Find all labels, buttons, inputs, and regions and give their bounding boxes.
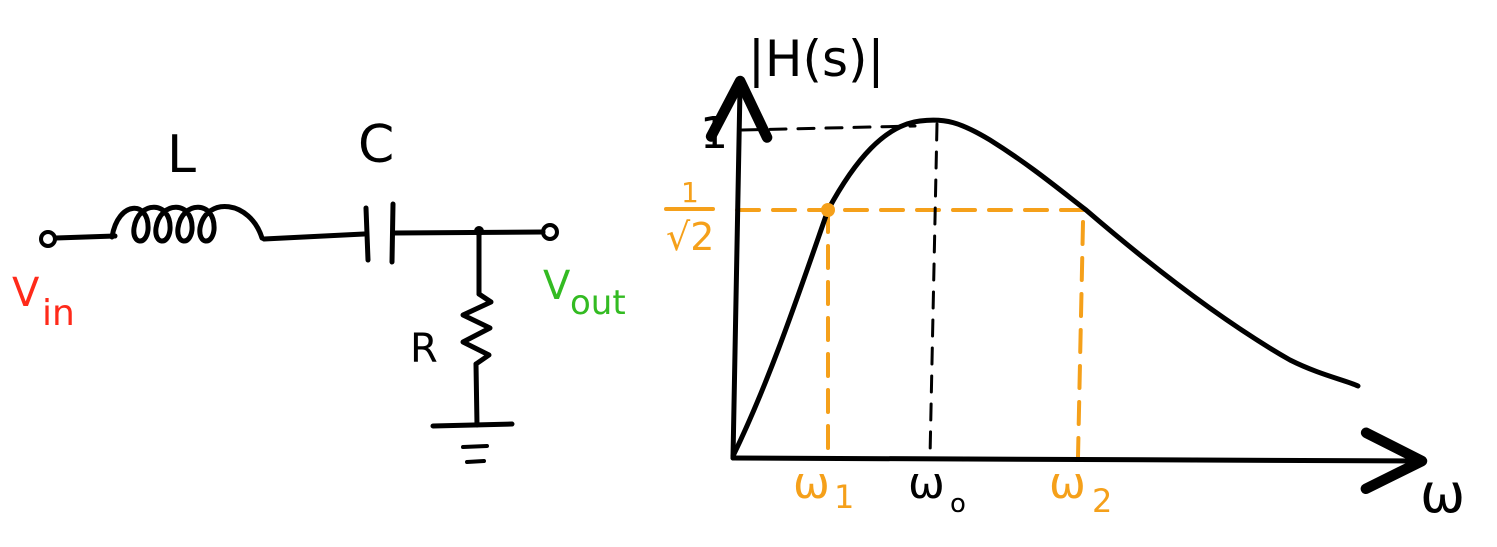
w0-tick-sub: o — [950, 489, 966, 519]
input-voltage-sub: in — [42, 293, 75, 334]
input-terminal — [39, 230, 57, 248]
w1-tick-main: ω — [793, 458, 830, 509]
capacitor-plate-left — [363, 205, 371, 263]
inductor-label: L — [167, 125, 196, 185]
y-peak-label: 1 — [700, 108, 728, 159]
capacitor-label: C — [358, 115, 394, 175]
plot-axes — [705, 75, 1428, 495]
w2-tick-sub: 2 — [1092, 482, 1112, 520]
input-wire — [53, 233, 118, 241]
y-cutoff-label: 1 √2 — [664, 176, 715, 259]
ground-bar-1 — [430, 421, 515, 429]
y-axis-label: |H(s)| — [748, 30, 884, 88]
y-axis — [705, 75, 773, 461]
output-voltage-sub: out — [570, 283, 626, 323]
wire-l-to-c — [261, 231, 367, 242]
ground-bar-2 — [461, 444, 489, 449]
inductor-coil — [109, 204, 265, 244]
resistor-zigzag — [460, 291, 494, 367]
w0-vertical-guide — [928, 122, 939, 459]
w0-tick-label: ω o — [908, 458, 966, 519]
y-cutoff-denominator: √2 — [666, 215, 714, 259]
circuit-schematic — [39, 201, 559, 464]
wire-c-to-node — [391, 229, 546, 236]
output-voltage-label: V out — [543, 263, 626, 323]
magnitude-response-curve — [730, 117, 1361, 459]
output-voltage-main: V — [543, 263, 571, 309]
x-axis — [730, 427, 1428, 495]
w0-tick-main: ω — [908, 458, 945, 509]
y-cutoff-numerator: 1 — [681, 176, 699, 209]
frequency-response-plot — [705, 75, 1428, 495]
w2-tick-label: ω 2 — [1049, 458, 1112, 520]
peak-guides — [740, 122, 939, 459]
x-axis-label: ω — [1420, 462, 1465, 525]
wire-resistor-to-ground — [473, 361, 480, 428]
w1-cutoff-point — [821, 203, 835, 217]
ground-bar-3 — [465, 459, 486, 464]
w1-tick-sub: 1 — [834, 478, 854, 516]
input-voltage-main: V — [12, 270, 40, 316]
peak-horizontal-guide — [740, 124, 917, 132]
input-voltage-label: V in — [12, 270, 75, 334]
output-terminal — [541, 223, 559, 241]
cutoff-guides — [735, 208, 1088, 459]
w2-vertical-guide — [1076, 220, 1085, 459]
w1-tick-label: ω 1 — [793, 458, 854, 516]
resistor-label: R — [410, 326, 438, 372]
w2-tick-main: ω — [1049, 458, 1086, 509]
